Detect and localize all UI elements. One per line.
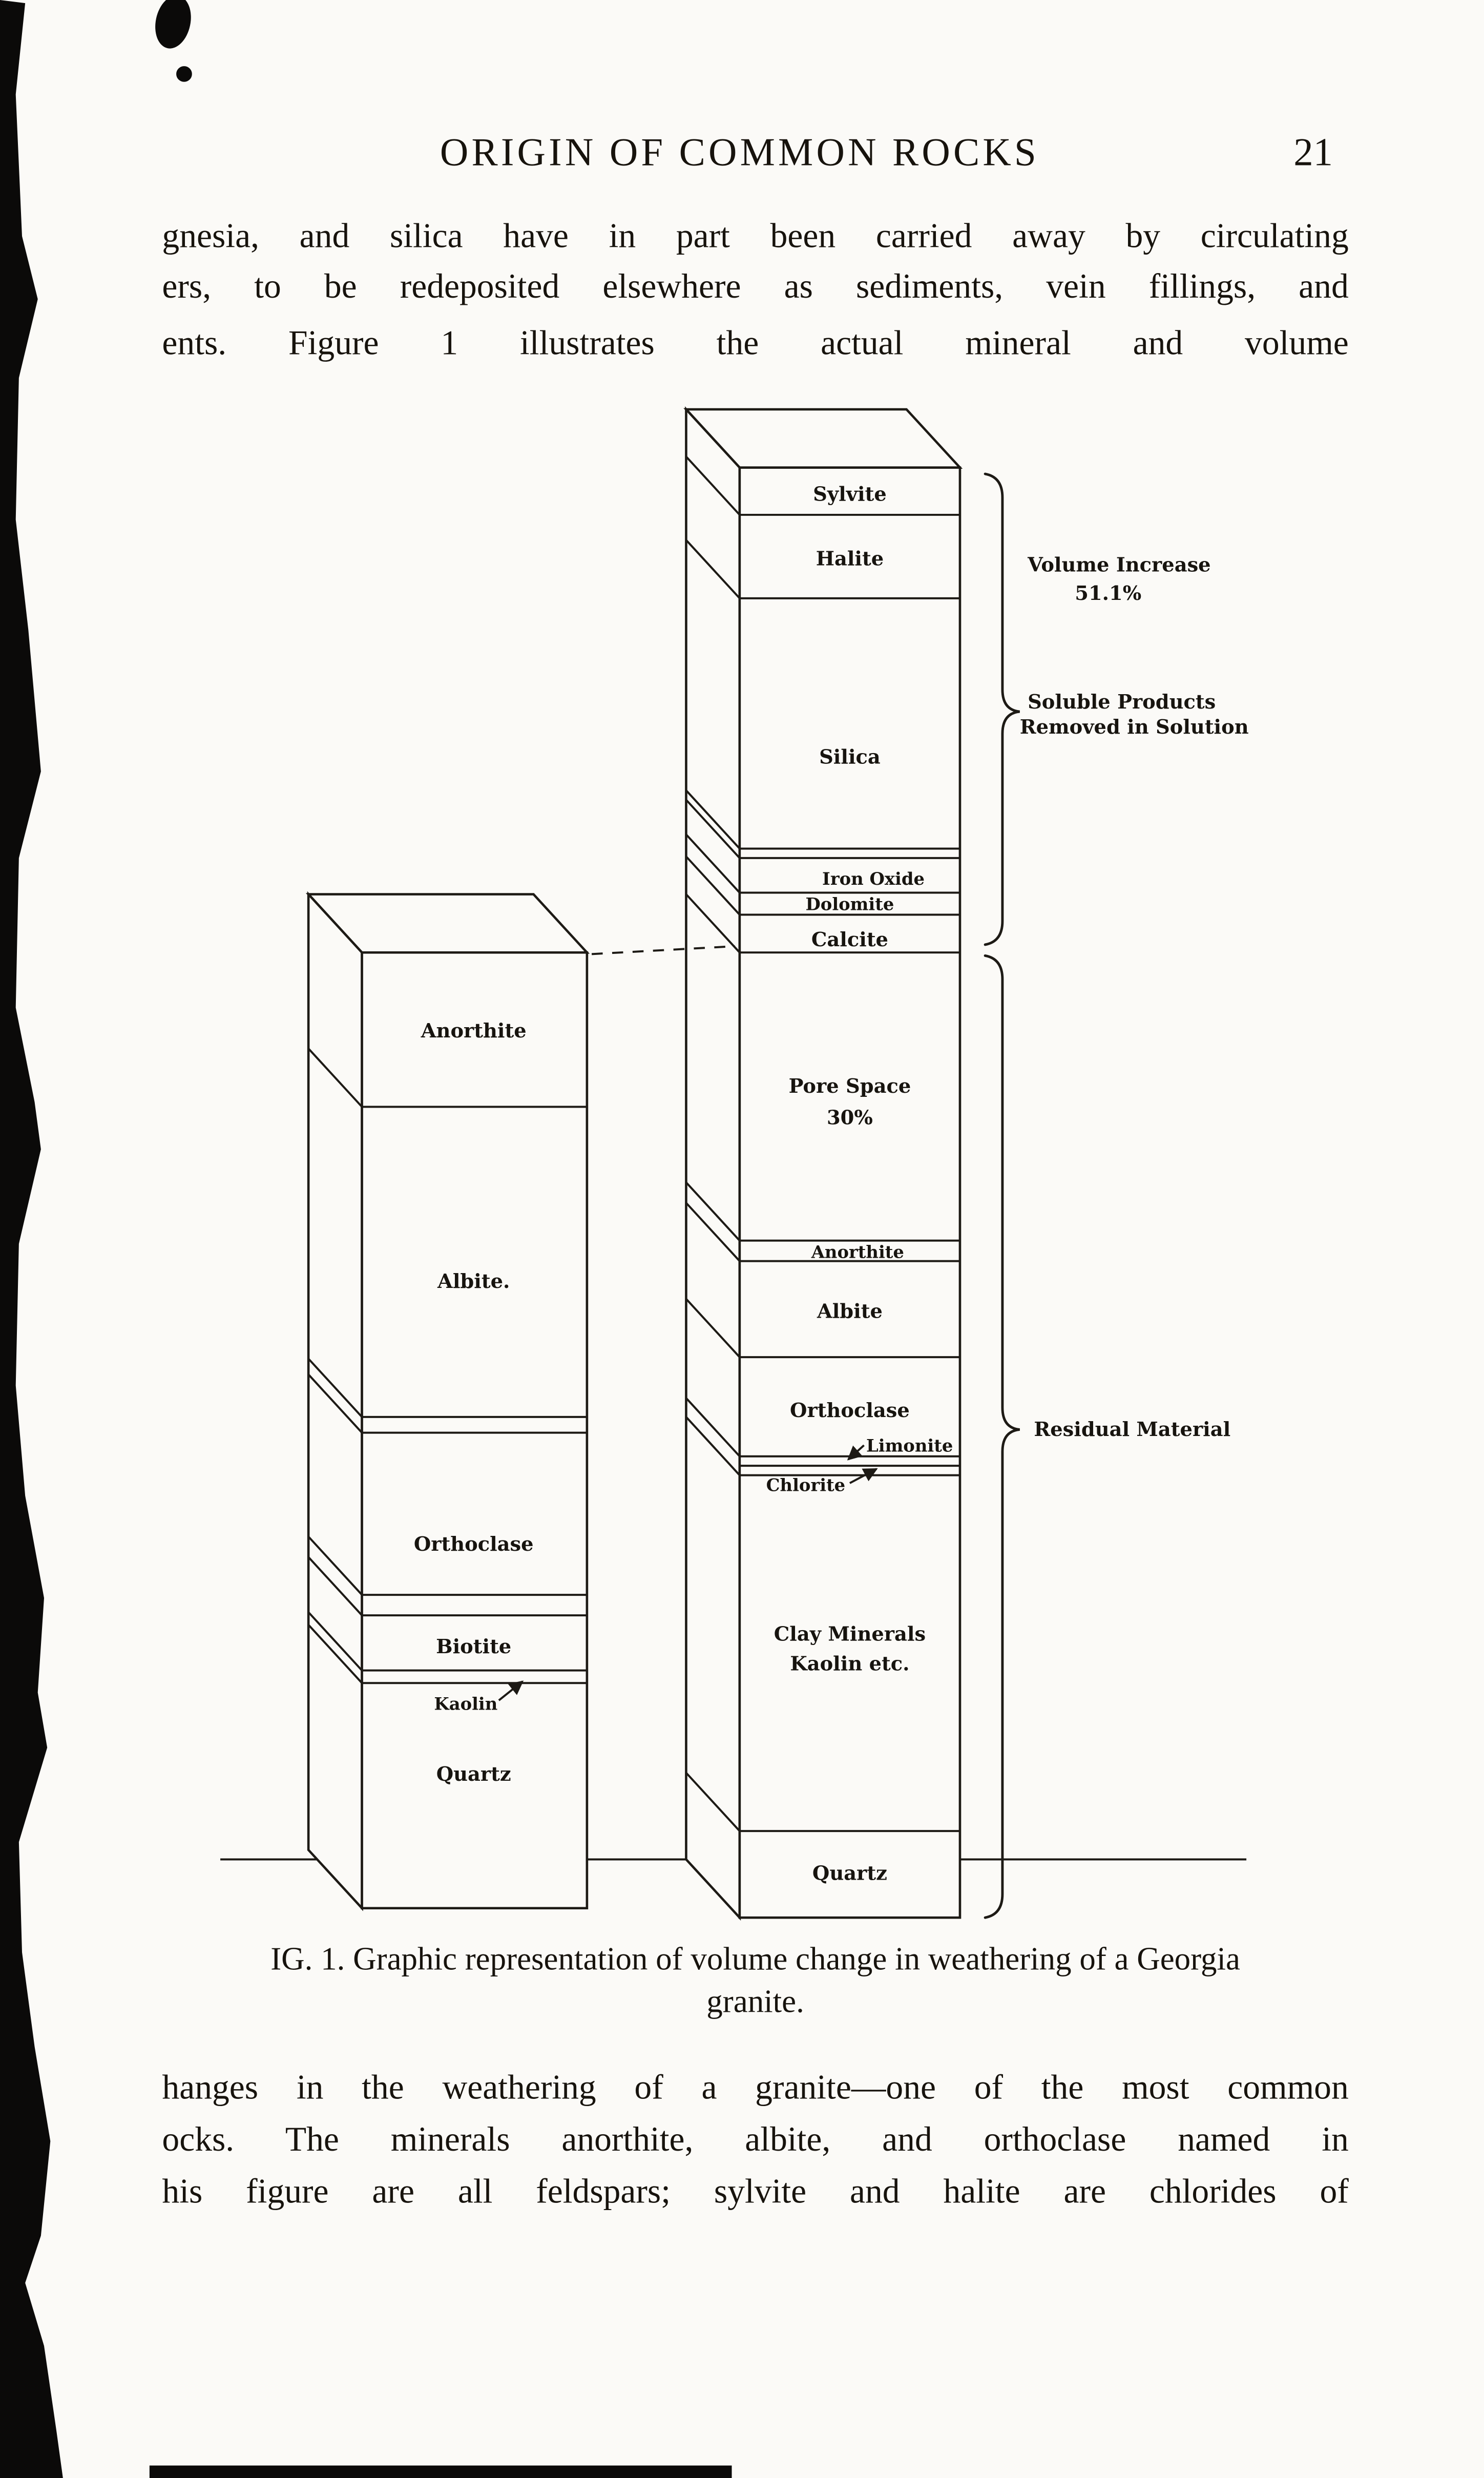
- soluble-products-label-line2: Removed in Solution: [1020, 716, 1249, 739]
- paragraph-top-line-1: gnesia, and silica have in part been car…: [162, 216, 1349, 255]
- left-column-side-ticks: [307, 1048, 363, 1684]
- soluble-products-label-line1: Soluble Products: [1028, 691, 1216, 714]
- paragraph-bottom-line-2: ocks. The minerals anorthite, albite, an…: [162, 2119, 1349, 2159]
- original-level-dashed-line: [592, 945, 735, 955]
- chlorite-arrow: [849, 1468, 878, 1484]
- left-column-boundaries: [362, 1106, 587, 1684]
- left-column: Anorthite Albite. Orthoclase Biotite Kao…: [305, 891, 590, 1911]
- right-label-limonite: Limonite: [866, 1435, 953, 1455]
- right-label-anorthite: Anorthite: [811, 1241, 904, 1262]
- residual-material-label: Residual Material: [1034, 1418, 1230, 1441]
- right-label-iron-oxide: Iron Oxide: [822, 868, 925, 889]
- page-title: ORIGIN OF COMMON ROCKS: [440, 132, 1039, 175]
- left-label-orthoclase: Orthoclase: [414, 1533, 534, 1556]
- right-label-dolomite: Dolomite: [806, 893, 894, 914]
- left-column-side-face: [307, 891, 363, 1911]
- right-label-calcite: Calcite: [811, 928, 888, 951]
- paragraph-top-line-2: ers, to be redeposited elsewhere as sedi…: [162, 266, 1349, 306]
- right-label-pore-space: Pore Space: [789, 1075, 911, 1098]
- right-label-sylvite: Sylvite: [813, 483, 887, 506]
- left-column-front-face: [361, 951, 589, 1910]
- right-label-orthoclase: Orthoclase: [790, 1399, 910, 1422]
- left-label-albite: Albite.: [437, 1270, 510, 1293]
- right-label-halite: Halite: [816, 547, 884, 570]
- soluble-products-brace: [984, 472, 1020, 946]
- left-label-quartz: Quartz: [436, 1763, 511, 1786]
- left-label-anorthite: Anorthite: [421, 1019, 527, 1043]
- limonite-arrow: [847, 1444, 865, 1461]
- page-number: 21: [1293, 132, 1333, 175]
- paragraph-bottom-line-3: his figure are all feldspars; sylvite an…: [162, 2171, 1349, 2211]
- figure-caption-line-2: granite.: [706, 1985, 804, 2020]
- volume-increase-label-line2: 51.1%: [1075, 582, 1141, 605]
- left-label-biotite: Biotite: [436, 1635, 511, 1658]
- right-label-albite: Albite: [817, 1300, 883, 1323]
- right-label-clay-line2: Kaolin etc.: [790, 1653, 909, 1676]
- right-column-front-face: [738, 466, 962, 1919]
- right-column-side-face: [685, 406, 741, 1921]
- right-column-boundaries: [739, 513, 960, 1833]
- residual-material-brace: [984, 954, 1020, 1919]
- figure-annotations: Volume Increase 51.1% Soluble Products R…: [984, 472, 1249, 1919]
- left-label-kaolin: Kaolin: [434, 1693, 497, 1714]
- right-column-side-ticks: [685, 455, 741, 1832]
- figure-caption-line-1: IG. 1. Graphic representation of volume …: [270, 1943, 1240, 1977]
- kaolin-arrow: [498, 1680, 524, 1701]
- paragraph-bottom-line-1: hanges in the weathering of a granite—on…: [162, 2067, 1349, 2107]
- right-column: Sylvite Halite Silica Iron Oxide Dolomit…: [683, 406, 963, 1921]
- right-label-quartz: Quartz: [812, 1862, 887, 1885]
- paragraph-top-line-3: ents. Figure 1 illustrates the actual mi…: [162, 323, 1349, 362]
- volume-increase-label-line1: Volume Increase: [1027, 554, 1211, 577]
- right-label-silica: Silica: [819, 745, 881, 768]
- right-label-clay-line1: Clay Minerals: [774, 1622, 926, 1646]
- right-label-pore-space-pct: 30%: [827, 1106, 873, 1129]
- right-label-chlorite: Chlorite: [766, 1474, 846, 1495]
